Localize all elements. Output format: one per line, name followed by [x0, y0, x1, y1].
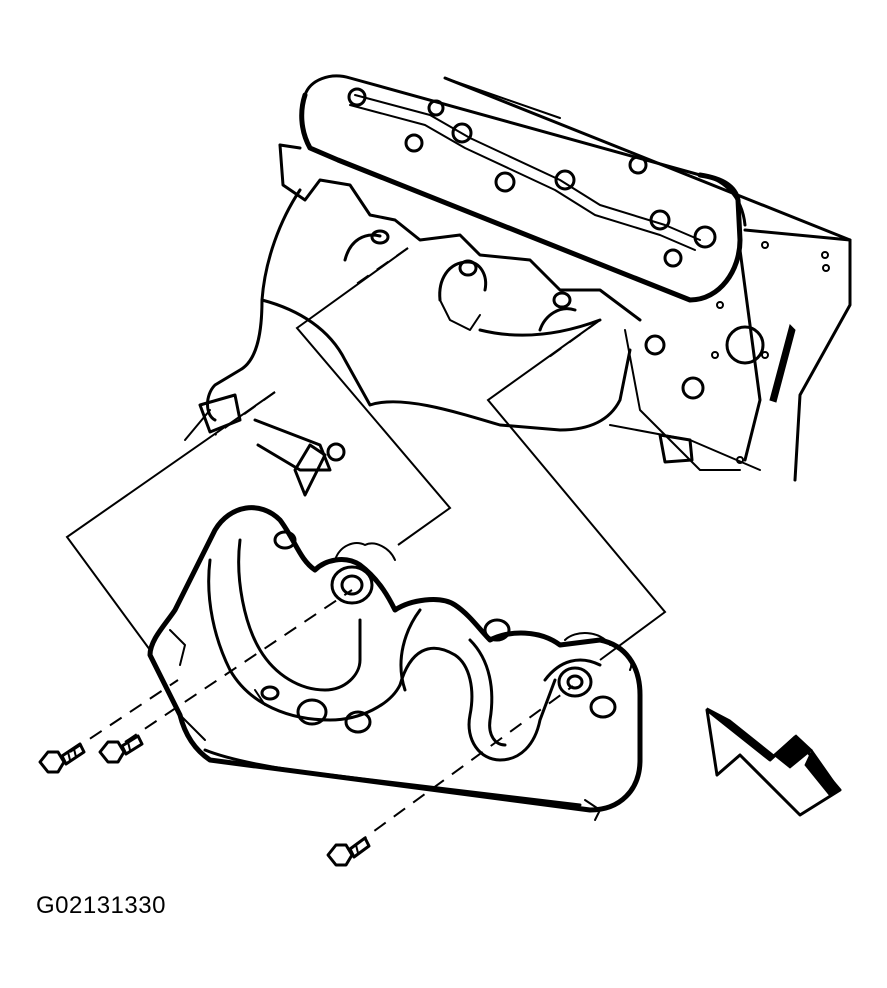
bolt-icon: [40, 744, 84, 772]
install-path-1: [70, 680, 178, 752]
manifold-bolts: [40, 590, 573, 865]
figure-code: G02131330: [36, 892, 166, 919]
assembly-leader-lines: [67, 248, 665, 660]
bolt-icon: [328, 838, 369, 865]
install-path-3: [355, 686, 573, 845]
engine-head-icon: [185, 76, 850, 495]
front-arrow-icon: [707, 708, 840, 815]
install-path-2: [125, 590, 352, 742]
bolt-icon: [100, 736, 142, 762]
exhaust-manifold-icon: [150, 508, 640, 820]
